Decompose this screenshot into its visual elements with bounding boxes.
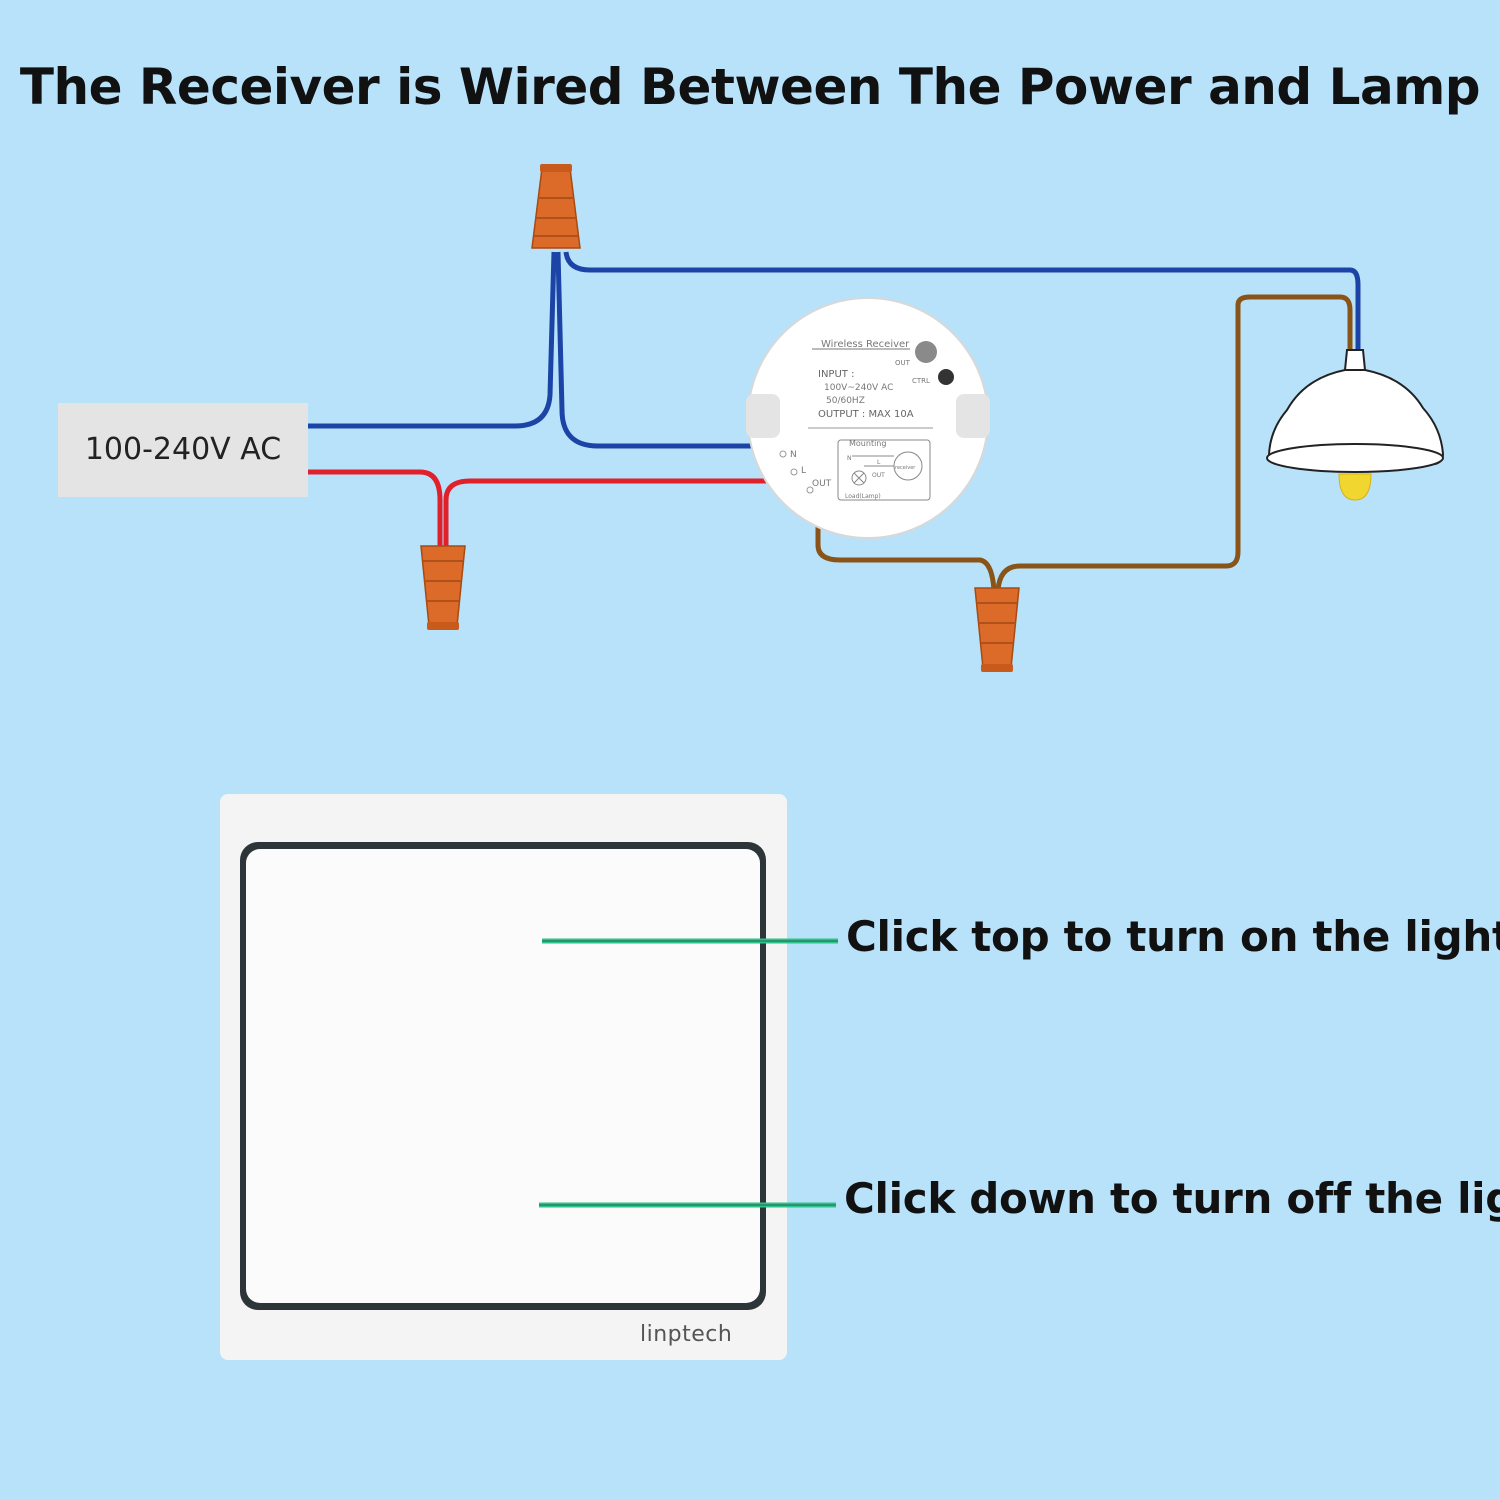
receiver-input-voltage: 100V~240V AC xyxy=(824,383,893,393)
brand-logo: linptech xyxy=(640,1322,733,1347)
mini-out: OUT xyxy=(872,472,885,479)
neutral-wires xyxy=(308,251,1361,449)
mini-l: L xyxy=(877,459,881,466)
receiver-mounting-label: Mounting xyxy=(849,439,886,448)
receiver-labels: Wireless Receiver OUT CTRL INPUT : 100V~… xyxy=(790,339,930,500)
neutral-wire-receiver xyxy=(555,251,760,449)
mini-receiver: receiver xyxy=(895,465,916,471)
live-wire-power xyxy=(308,469,443,548)
mini-load: Load(Lamp) xyxy=(845,493,881,500)
caption-top: Click top to turn on the light xyxy=(846,912,1500,961)
lamp xyxy=(1266,349,1445,501)
ctrl-button[interactable] xyxy=(938,369,954,385)
receiver-heading: Wireless Receiver xyxy=(821,339,910,350)
live-wire-receiver xyxy=(443,478,772,548)
receiver-output-label: OUTPUT : MAX 10A xyxy=(818,409,914,420)
receiver-terminal-out: OUT xyxy=(812,479,832,489)
neutral-wire-lamp xyxy=(563,251,1361,352)
rocker-button[interactable] xyxy=(246,849,760,1303)
wire-nut-left xyxy=(420,545,466,630)
power-source-label: 100-240V AC xyxy=(58,403,308,497)
load-wire-receiver xyxy=(815,525,997,591)
pointer-lines xyxy=(539,938,838,1208)
wall-switch xyxy=(220,794,787,1360)
out-button[interactable] xyxy=(915,341,937,363)
receiver-ctrl-label: CTRL xyxy=(912,377,930,385)
caption-bottom: Click down to turn off the light xyxy=(844,1174,1500,1223)
receiver-input-frequency: 50/60HZ xyxy=(826,396,865,406)
load-wire-lamp xyxy=(995,294,1353,591)
wireless-receiver xyxy=(746,297,990,539)
receiver-out-label: OUT xyxy=(895,359,911,367)
wire-nut-top xyxy=(531,164,581,249)
wire-nut-right xyxy=(974,587,1020,672)
neutral-wire-power xyxy=(308,251,557,429)
load-wires xyxy=(815,294,1353,591)
receiver-terminal-l: L xyxy=(801,466,806,476)
mini-n: N xyxy=(847,455,852,462)
receiver-input-label: INPUT : xyxy=(818,369,854,380)
page-title: The Receiver is Wired Between The Power … xyxy=(19,58,1481,116)
receiver-terminal-n: N xyxy=(790,450,797,460)
live-wires xyxy=(308,469,772,548)
